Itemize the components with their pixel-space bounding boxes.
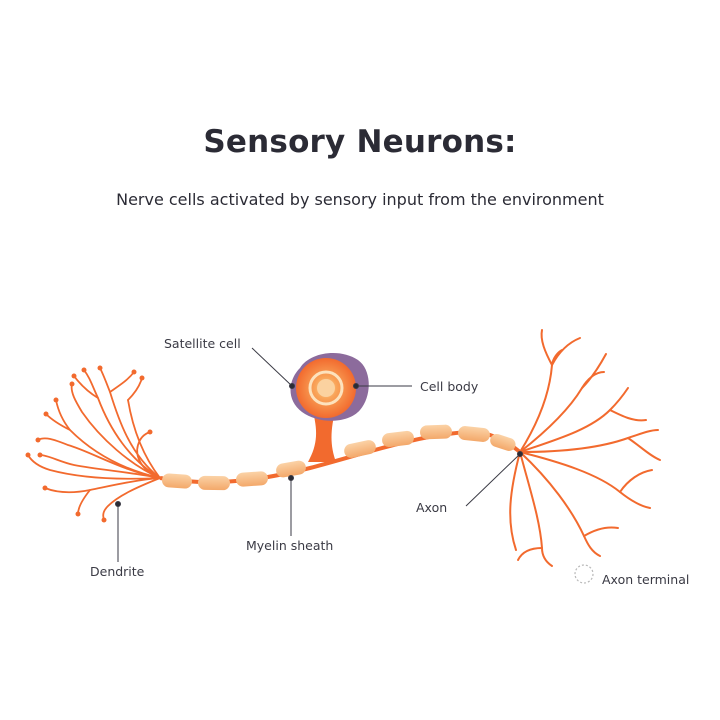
label-axon: Axon: [416, 500, 447, 515]
soma-stalk: [308, 408, 336, 462]
axon-terminal-branches: [509, 329, 661, 567]
nucleus-shape: [308, 370, 344, 406]
label-dendrite: Dendrite: [90, 564, 145, 579]
diagram-subtitle: Nerve cells activated by sensory input f…: [116, 190, 604, 209]
diagram-title: Sensory Neurons:: [203, 124, 517, 160]
dendrite-branches: [27, 367, 161, 521]
label-myelin-sheath: Myelin sheath: [246, 538, 333, 553]
axon-terminal-marker: [574, 564, 594, 584]
label-satellite-cell: Satellite cell: [164, 336, 241, 351]
myelin-segments: [162, 424, 516, 491]
label-axon-terminal: Axon terminal: [602, 572, 689, 587]
dendrite-tips: [25, 365, 153, 523]
label-cell-body: Cell body: [420, 379, 479, 394]
leader-lines: [115, 347, 523, 562]
